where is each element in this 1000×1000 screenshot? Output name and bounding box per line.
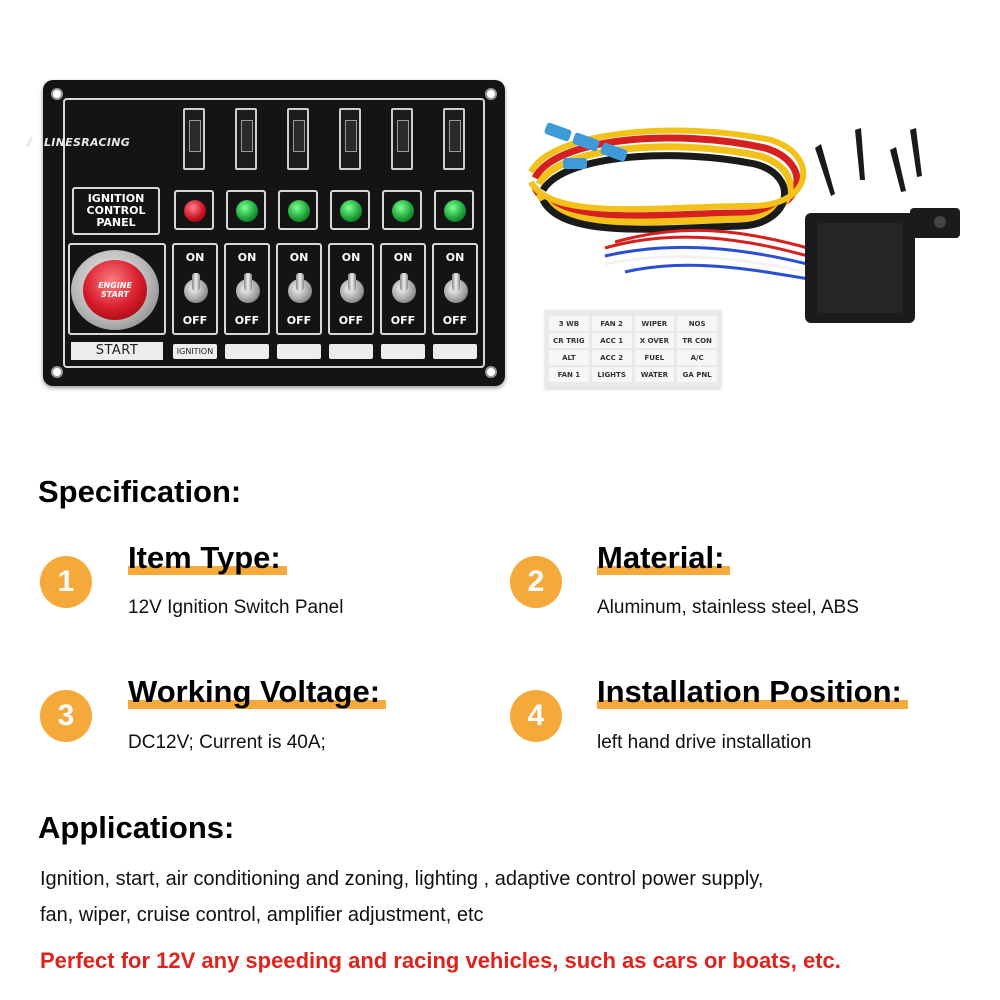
toggle-switch: ON OFF xyxy=(172,243,218,335)
wire-harness-and-relay-photo xyxy=(528,122,960,323)
toggle-switch: ON OFF xyxy=(276,243,322,335)
sticker-label: FAN 1 xyxy=(549,367,589,382)
indicator-led-green xyxy=(434,190,474,230)
label-sticker-sheet: 3 WB FAN 2 WIPER NOS CR TRIG ACC 1 X OVE… xyxy=(545,310,721,388)
toggle-lever-icon xyxy=(288,273,312,303)
sticker-label: FAN 2 xyxy=(591,316,632,331)
toggle-lever-icon xyxy=(392,273,416,303)
specification-heading: Specification: xyxy=(38,474,242,509)
toggle-off-label: OFF xyxy=(234,314,260,327)
toggle-on-label: ON xyxy=(185,251,205,264)
sticker-label: 3 WB xyxy=(549,316,589,331)
toggle-lever-icon xyxy=(236,273,260,303)
applications-line: fan, wiper, cruise control, amplifier ad… xyxy=(40,904,484,926)
fuse-icon xyxy=(385,108,419,170)
toggle-on-label: ON xyxy=(289,251,309,264)
fuse-icon xyxy=(281,108,315,170)
engine-start-cap: ENGINE START xyxy=(83,260,147,320)
spec-item-title: Working Voltage: xyxy=(128,674,387,710)
start-button-frame xyxy=(68,243,166,335)
start-label: START xyxy=(71,342,163,360)
number-badge: 4 xyxy=(510,690,562,742)
spec-item-desc: DC12V; Current is 40A; xyxy=(128,732,326,753)
engine-start-button: ENGINE START xyxy=(71,250,159,330)
toggle-lever-icon xyxy=(340,273,364,303)
switch-label-strip xyxy=(381,344,425,359)
number-badge: 3 xyxy=(40,690,92,742)
ignition-control-panel-label: IGNITION CONTROL PANEL xyxy=(72,187,160,235)
sticker-label: WATER xyxy=(634,367,675,382)
sticker-label: CR TRIG xyxy=(549,333,589,348)
toggle-off-label: OFF xyxy=(390,314,416,327)
fuse-icon xyxy=(229,108,263,170)
spec-item-desc: left hand drive installation xyxy=(597,732,812,753)
toggle-switch: ON OFF xyxy=(224,243,270,335)
spec-item-title: Item Type: xyxy=(128,540,287,576)
toggle-switch: ON OFF xyxy=(432,243,478,335)
toggle-on-label: ON xyxy=(445,251,465,264)
sticker-label: FUEL xyxy=(634,350,675,365)
fuse-icon xyxy=(333,108,367,170)
sticker-label: ACC 1 xyxy=(591,333,632,348)
spec-item-title: Material: xyxy=(597,540,731,576)
toggle-switch: ON OFF xyxy=(328,243,374,335)
panel-frame xyxy=(63,98,485,368)
switch-label-strip xyxy=(329,344,373,359)
applications-line: Ignition, start, air conditioning and zo… xyxy=(40,868,764,890)
ignition-box-line: IGNITION xyxy=(87,192,145,205)
toggle-switch: ON OFF xyxy=(380,243,426,335)
sticker-label: TR CON xyxy=(677,333,717,348)
toggle-on-label: ON xyxy=(341,251,361,264)
number-badge: 2 xyxy=(510,556,562,608)
ignition-box-line: PANEL xyxy=(96,216,136,229)
indicator-led-green xyxy=(382,190,422,230)
indicator-led-green xyxy=(278,190,318,230)
screw-icon xyxy=(485,366,497,378)
number-badge: 1 xyxy=(40,556,92,608)
sticker-label: A/C xyxy=(677,350,717,365)
indicator-led-green xyxy=(226,190,266,230)
switch-label-strip xyxy=(225,344,269,359)
applications-heading: Applications: xyxy=(38,810,235,845)
brand-name: LINESRACING xyxy=(44,136,131,149)
toggle-off-label: OFF xyxy=(286,314,312,327)
screw-icon xyxy=(51,366,63,378)
toggle-on-label: ON xyxy=(393,251,413,264)
spec-item-desc: Aluminum, stainless steel, ABS xyxy=(597,597,859,618)
switch-label-strip xyxy=(277,344,321,359)
indicator-led-green xyxy=(330,190,370,230)
sticker-label: NOS xyxy=(677,316,717,331)
indicator-led-red xyxy=(174,190,214,230)
switch-label-strip: IGNITION xyxy=(173,344,217,359)
fuse-icon xyxy=(177,108,211,170)
sticker-label: ALT xyxy=(549,350,589,365)
screw-icon xyxy=(51,88,63,100)
sticker-label: WIPER xyxy=(634,316,675,331)
spec-item-desc: 12V Ignition Switch Panel xyxy=(128,597,344,618)
toggle-lever-icon xyxy=(184,273,208,303)
sticker-label: GA PNL xyxy=(677,367,717,382)
toggle-on-label: ON xyxy=(237,251,257,264)
spec-item-title: Installation Position: xyxy=(597,674,908,710)
engine-start-text: ENGINE xyxy=(98,281,132,290)
sticker-label: X OVER xyxy=(634,333,675,348)
fuse-icon xyxy=(437,108,471,170)
toggle-off-label: OFF xyxy=(338,314,364,327)
toggle-off-label: OFF xyxy=(182,314,208,327)
toggle-off-label: OFF xyxy=(442,314,468,327)
engine-start-text: START xyxy=(100,290,130,299)
screw-icon xyxy=(485,88,497,100)
switch-label-strip xyxy=(433,344,477,359)
brand-mark-icon xyxy=(25,137,45,147)
brand-logo: LINESRACING xyxy=(25,136,131,149)
ignition-box-line: CONTROL xyxy=(86,204,146,217)
toggle-lever-icon xyxy=(444,273,468,303)
sticker-label: ACC 2 xyxy=(591,350,632,365)
sticker-label: LIGHTS xyxy=(591,367,632,382)
perfect-for-tagline: Perfect for 12V any speeding and racing … xyxy=(40,948,841,973)
